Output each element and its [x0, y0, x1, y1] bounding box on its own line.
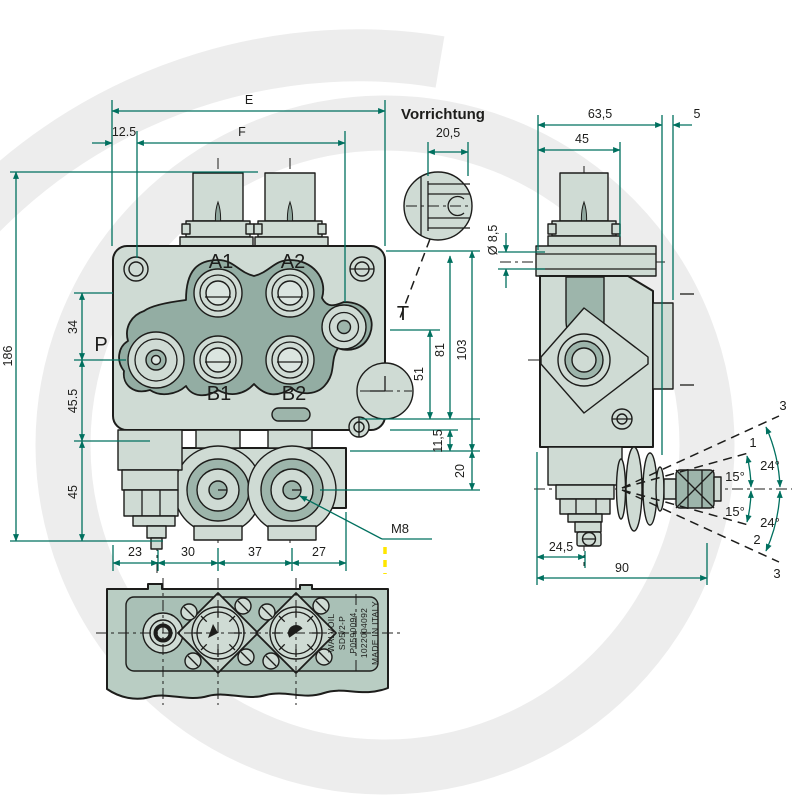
lever-angle-fan: 1 2 3 3 15° 15° 24° 24°	[621, 398, 787, 581]
relief-valve	[117, 429, 183, 550]
gauge-port-circle	[321, 304, 367, 350]
stamp-origin: MADE IN ITALY	[370, 601, 380, 665]
angle-24-bottom-label: 24°	[760, 515, 780, 530]
slot-capsule	[271, 407, 311, 422]
port-b2-circle	[265, 335, 315, 385]
spool-cap-2	[253, 172, 329, 247]
dim-37-label: 37	[248, 545, 262, 559]
stamp-serial-1: P0590094	[348, 612, 358, 653]
angle-24-top-label: 24°	[760, 458, 780, 473]
port-p-circle	[127, 331, 185, 389]
detail-title: Vorrichtung	[401, 106, 485, 123]
side-view: 1 2 3 3 15° 15° 24° 24° 63,5 5 45 Ø 8,5	[486, 107, 792, 585]
watermark-swoosh	[0, 29, 445, 232]
lever-housing	[547, 446, 623, 547]
angle-15-top-label: 15°	[725, 469, 745, 484]
lever-pos-1-label: 1	[749, 435, 756, 450]
stamp-serial-2: 1022004092	[359, 608, 369, 658]
port-t-label: T	[397, 303, 409, 325]
dim-27-label: 27	[312, 545, 326, 559]
dim-20-label: 20	[453, 464, 467, 478]
lever-pos-2-label: 2	[753, 532, 760, 547]
spool-cap-1	[179, 172, 255, 247]
dim-90-label: 90	[615, 561, 629, 575]
dim-23-label: 23	[128, 545, 142, 559]
lever-pos-3-bottom-label: 3	[773, 566, 780, 581]
dim-51-label: 51	[412, 367, 426, 381]
port-b1-label: B1	[207, 383, 231, 405]
dim-81-label: 81	[433, 343, 447, 357]
dim-20-5-label: 20,5	[436, 126, 460, 140]
port-a1-label: A1	[209, 251, 233, 273]
detail-view: Vorrichtung 20,5	[399, 106, 485, 319]
dim-f-label: F	[238, 125, 246, 139]
bottom-port-2	[247, 445, 337, 535]
dim-e-label: E	[245, 93, 253, 107]
dim-11-5-label: 11,5	[431, 429, 445, 452]
dim-63-5-label: 63,5	[588, 107, 612, 121]
thread-m8-label: M8	[391, 521, 409, 536]
front-view: E F 12.5 186 34 45.5 45 23 30 37	[1, 93, 480, 576]
angle-15-bottom-label: 15°	[725, 504, 745, 519]
circlip-symbol	[447, 195, 465, 217]
dim-24-5-label: 24,5	[549, 540, 573, 554]
manufacturer-stamp: WALVOIL SD5/2-P P0590094 1022004092 MADE…	[326, 601, 380, 665]
side-cap	[547, 172, 621, 247]
side-tab	[652, 302, 674, 390]
clamp-band	[535, 245, 657, 277]
port-a2-circle	[265, 268, 315, 318]
lever-pos-3-top-label: 3	[779, 398, 786, 413]
dim-45-side-label: 45	[575, 132, 589, 146]
dim-12-5-label: 12.5	[112, 125, 136, 139]
port-a2-label: A2	[281, 251, 305, 273]
port-b1-circle	[193, 335, 243, 385]
stamp-brand: WALVOIL	[326, 614, 336, 653]
dim-186-label: 186	[1, 346, 15, 367]
dim-8-5-label: Ø 8,5	[486, 225, 500, 256]
stamp-model: SD5/2-P	[337, 616, 347, 650]
dim-5-label: 5	[694, 107, 701, 121]
port-a1-circle	[193, 268, 243, 318]
dim-34-label: 34	[66, 320, 80, 334]
dim-45-label: 45	[66, 485, 80, 499]
bottom-view: WALVOIL SD5/2-P P0590094 1022004092 MADE…	[96, 578, 402, 705]
dim-45-5-label: 45.5	[66, 389, 80, 413]
port-b2-label: B2	[282, 383, 306, 405]
spool-bellows	[615, 446, 722, 532]
dim-103-label: 103	[455, 340, 469, 361]
bottom-port-1	[173, 445, 263, 535]
port-p-label: P	[94, 334, 107, 356]
tank-outlet-circle	[356, 362, 414, 420]
dim-30-label: 30	[181, 545, 195, 559]
